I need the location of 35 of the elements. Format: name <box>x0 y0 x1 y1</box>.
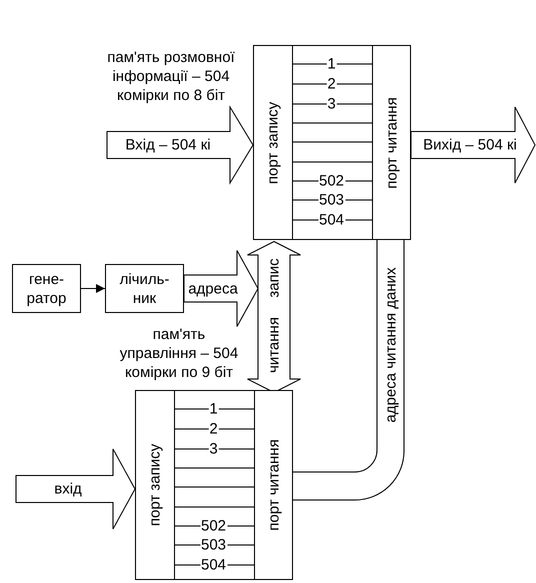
bus-connector <box>292 238 404 500</box>
memory-heading: пам'ять управління – 504 комірки по 9 біт <box>118 325 240 382</box>
process-box <box>12 264 81 313</box>
cell-number: 2 <box>208 422 219 436</box>
port-label: порт читання <box>266 439 281 531</box>
cell-number: 3 <box>208 442 219 456</box>
port-label: порт запису <box>148 444 162 526</box>
edge-label: адреса читання даних <box>384 267 398 423</box>
edge-label: адреса <box>188 282 238 296</box>
edge-label: Вхід – 504 кі <box>125 138 211 152</box>
cell-number: 1 <box>208 402 219 416</box>
port-label: порт запису <box>266 101 280 184</box>
cell-number: 504 <box>318 212 346 228</box>
edge-label: вхід <box>54 482 82 496</box>
cell-number: 504 <box>200 558 228 572</box>
box-label: гене- ратор <box>26 270 68 308</box>
box-label: лічиль- ник <box>118 270 170 308</box>
process-box <box>105 264 184 313</box>
memory-heading: пам'ять розмовної інформації – 504 комірки по 8 біт <box>106 48 236 105</box>
block-arrow <box>184 250 259 327</box>
cell-number: 502 <box>318 174 346 188</box>
bus-label: читання <box>266 317 282 373</box>
block-arrow <box>16 448 136 530</box>
bus-label: запис <box>266 258 282 298</box>
cell-number: 503 <box>200 538 228 552</box>
port-label: порт читання <box>384 96 399 188</box>
edge-label: Вихід – 504 кі <box>423 138 517 152</box>
cell-number: 1 <box>326 56 337 72</box>
arrow <box>80 284 106 293</box>
block-arrow <box>106 105 254 185</box>
cell-number: 502 <box>200 518 228 534</box>
cell-number: 2 <box>326 76 337 92</box>
cell-number: 503 <box>318 192 346 208</box>
cell-number: 3 <box>326 96 337 112</box>
block-arrow <box>410 106 536 184</box>
